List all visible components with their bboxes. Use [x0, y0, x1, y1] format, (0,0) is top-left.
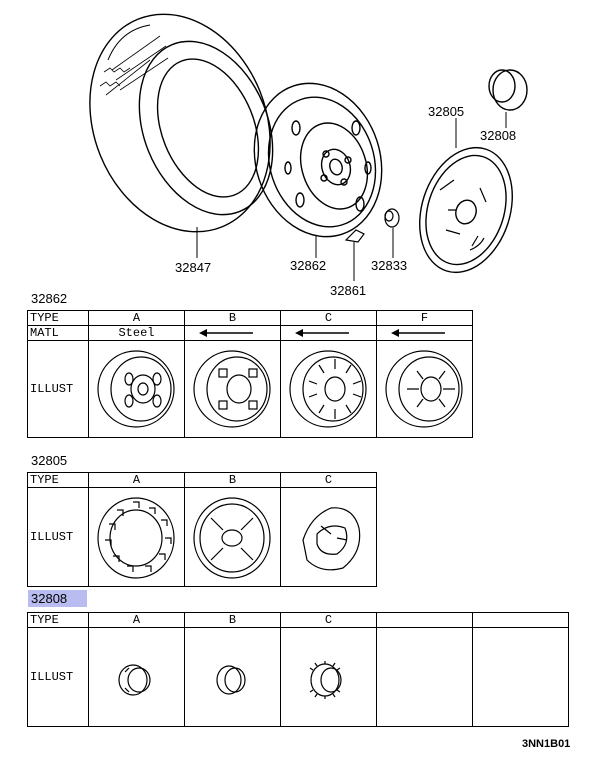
type-header: TYPE: [27, 472, 89, 488]
type-header: TYPE: [27, 612, 89, 628]
cap-illust-b: [184, 627, 281, 727]
part-number-32808[interactable]: 32808: [480, 128, 517, 143]
cap-illust-empty-2: [472, 627, 569, 727]
illust-header: ILLUST: [27, 487, 89, 587]
valve-drawing: [344, 229, 365, 243]
type-header: TYPE: [27, 310, 89, 326]
type-c: C: [280, 472, 377, 488]
wheel-illust-c: [280, 340, 377, 438]
part-number-32805[interactable]: 32805: [428, 104, 465, 119]
table1-code: 32862: [31, 291, 68, 306]
same-as-left-arrow: [184, 325, 281, 341]
table-32808: TYPE A B C ILLUST: [27, 612, 569, 727]
same-as-left-arrow: [280, 325, 377, 341]
leader-lines: [196, 112, 507, 281]
wheel-illust-f: [376, 340, 473, 438]
type-b: B: [184, 310, 281, 326]
type-c: C: [280, 612, 377, 628]
exploded-diagram: 32847 32862 32861 32833 32805 32808: [0, 0, 609, 300]
table-32862: TYPE A B C F MATL Steel ILLUST: [27, 310, 473, 438]
matl-header: MATL: [27, 325, 89, 341]
wheel-drawing: [253, 82, 383, 238]
figure-code: 3NN1B01: [522, 738, 571, 750]
illust-header: ILLUST: [27, 627, 89, 727]
cap-illust-a: [88, 627, 185, 727]
wheel-illust-a: [88, 340, 185, 438]
part-number-32861[interactable]: 32861: [330, 283, 367, 298]
nut-drawing: [384, 208, 400, 228]
wheel-illust-b: [184, 340, 281, 438]
type-b: B: [184, 612, 281, 628]
wheel-cover-drawing: [419, 146, 513, 274]
cover-illust-a: [88, 487, 185, 587]
table-32805: TYPE A B C ILLUST: [27, 472, 377, 587]
table2-code: 32805: [31, 453, 68, 468]
part-number-32862[interactable]: 32862: [290, 258, 327, 273]
table3-code: 32808: [28, 590, 88, 607]
tire-drawing: [89, 13, 274, 233]
same-as-left-arrow: [376, 325, 473, 341]
matl-steel: Steel: [88, 325, 185, 341]
highlighted-part-number[interactable]: 32808: [28, 590, 88, 607]
illust-header: ILLUST: [27, 340, 89, 438]
type-c: C: [280, 310, 377, 326]
part-number-32847[interactable]: 32847: [175, 260, 212, 275]
type-a: A: [88, 310, 185, 326]
cover-illust-c: [280, 487, 377, 587]
type-empty-1: [376, 612, 473, 628]
type-a: A: [88, 612, 185, 628]
type-f: F: [376, 310, 473, 326]
cover-illust-b: [184, 487, 281, 587]
part-number-32833[interactable]: 32833: [371, 258, 408, 273]
cap-illust-c: [280, 627, 377, 727]
center-cap-drawing: [488, 69, 528, 111]
type-b: B: [184, 472, 281, 488]
cap-illust-empty-1: [376, 627, 473, 727]
exploded-drawing: [89, 13, 528, 281]
type-empty-2: [472, 612, 569, 628]
type-a: A: [88, 472, 185, 488]
